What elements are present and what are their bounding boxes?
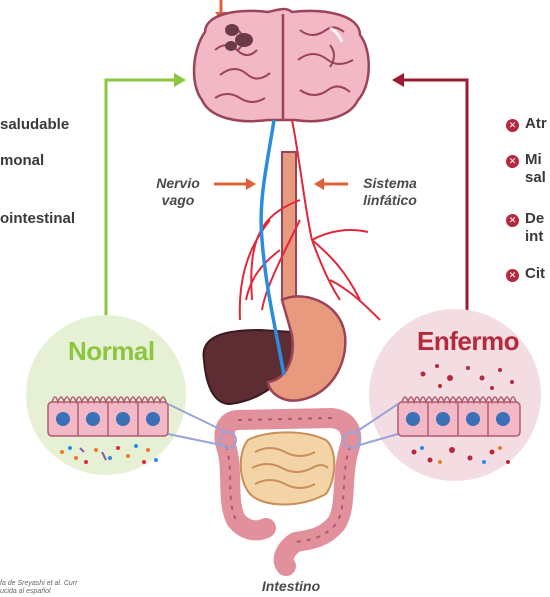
x-icon: ✕: [506, 155, 519, 168]
nervio-arrow: [214, 178, 256, 190]
sistema-linfatico-label: Sistema linfático: [352, 175, 428, 209]
right-item-2-line2: sal: [525, 169, 546, 187]
left-item-2: monal: [0, 152, 44, 169]
small-intestine: [241, 432, 335, 504]
right-item-4: Cit: [525, 265, 545, 283]
left-item-1: saludable: [0, 116, 69, 133]
x-icon: ✕: [506, 119, 519, 132]
linfatico-arrow: [314, 178, 348, 190]
nervio-vago-label: Nervio vago: [146, 175, 210, 209]
normal-title: Normal: [68, 336, 155, 367]
footnote-line-1: fa de Sreyashi et al. Curr: [0, 580, 77, 588]
right-item-3-line1: De: [525, 210, 544, 228]
enfermo-title: Enfermo: [417, 326, 519, 357]
right-item-3-line2: int: [525, 228, 543, 246]
x-icon: ✕: [506, 269, 519, 282]
right-item-2-line1: Mi: [525, 151, 542, 169]
intestino-label: Intestino: [254, 578, 328, 595]
brain: [194, 9, 369, 121]
left-item-3: ointestinal: [0, 210, 75, 227]
footnote-line-2: ucida al español: [0, 588, 51, 596]
esophagus: [282, 152, 296, 300]
right-item-1: Atr: [525, 115, 547, 133]
x-icon: ✕: [506, 214, 519, 227]
